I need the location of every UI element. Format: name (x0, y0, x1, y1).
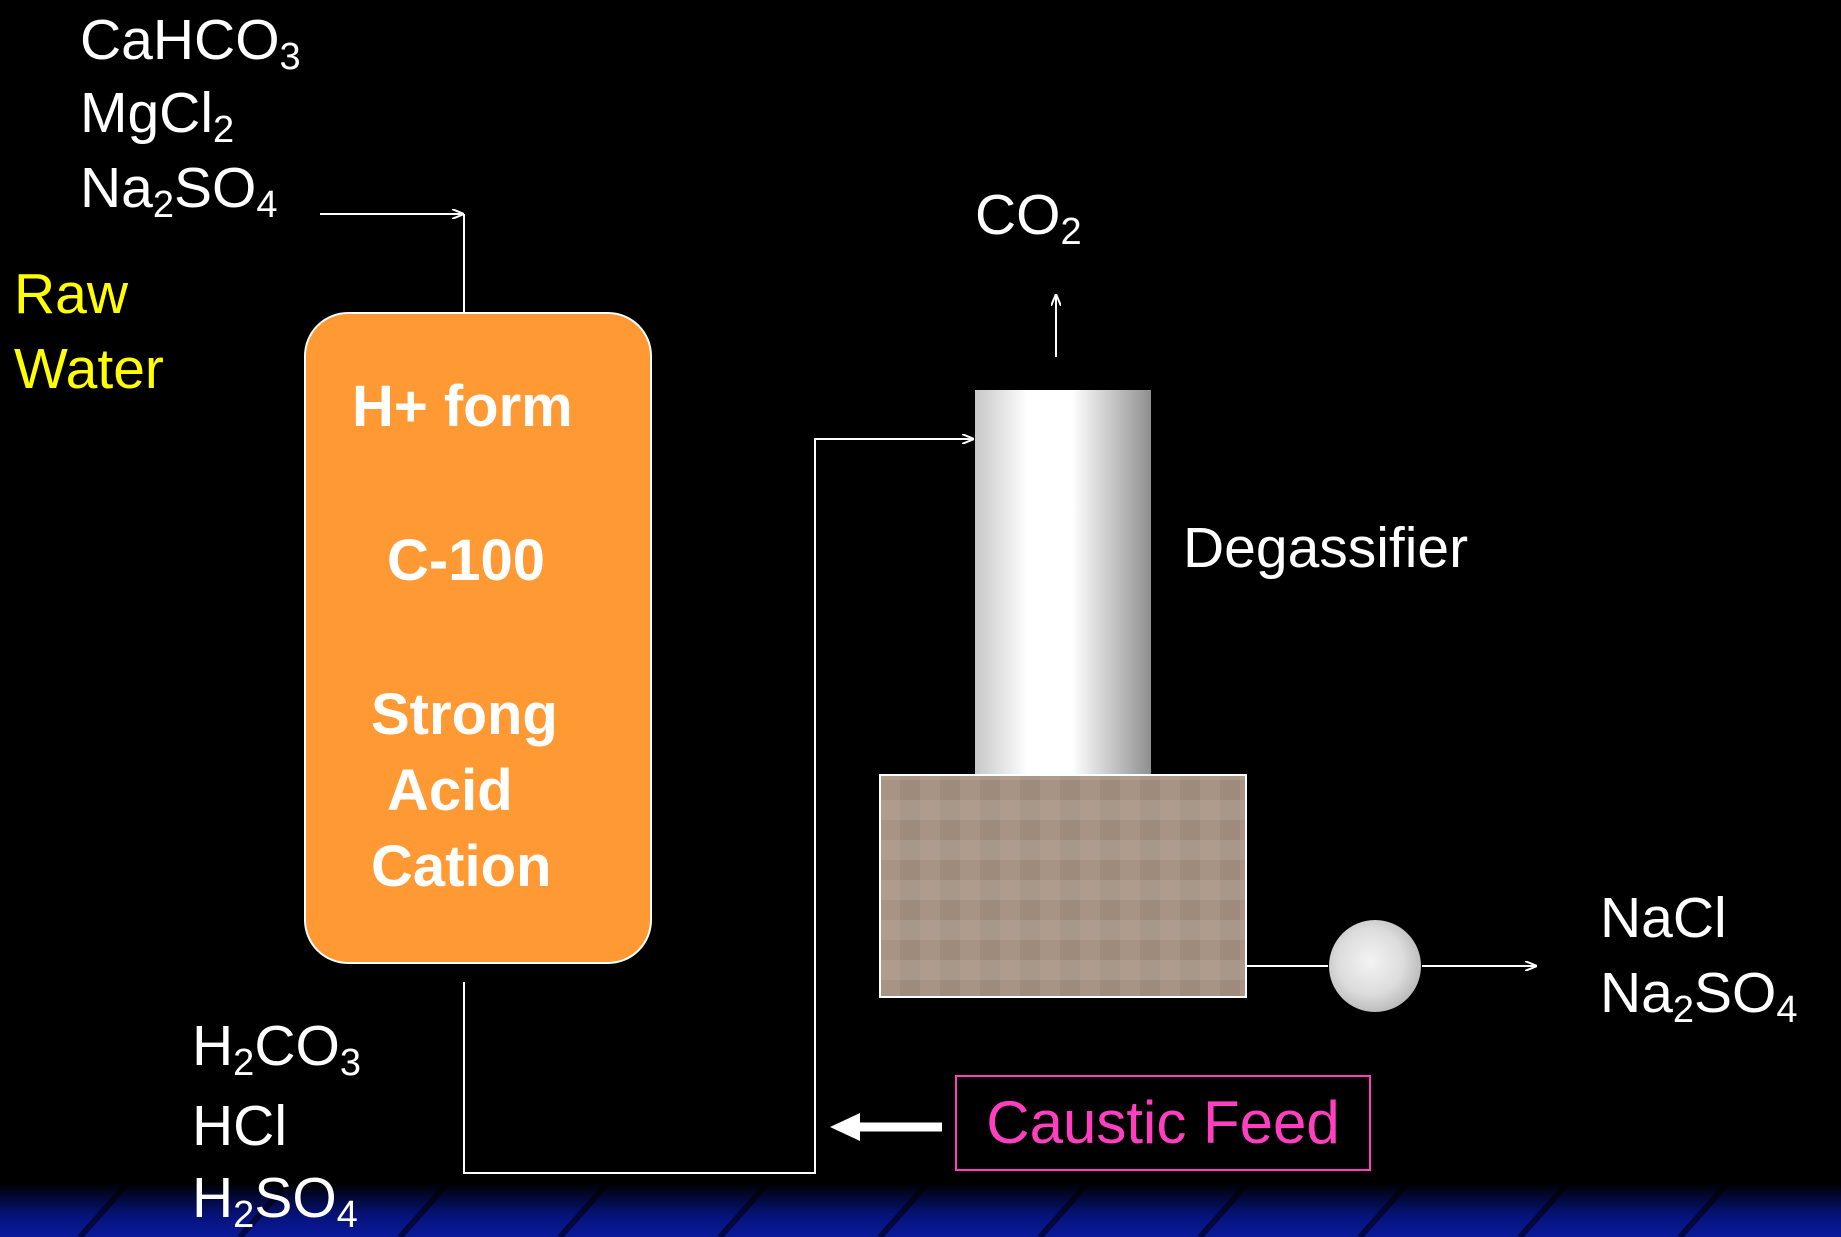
cation-vessel (304, 312, 652, 964)
co2-label: CO2 (975, 187, 1082, 252)
clearwell-tank (879, 774, 1247, 998)
product-species-1-text: NaCl (1600, 886, 1727, 950)
degassifier-label: Degassifier (1183, 516, 1469, 580)
outlet-species-1: H2CO3 (192, 1018, 361, 1083)
vessel-label-type-1: Strong (371, 682, 558, 747)
outlet-pipe (463, 438, 973, 1174)
caustic-feed-label: Caustic Feed (955, 1075, 1371, 1171)
outlet-species-2: HCl (192, 1098, 287, 1155)
raw-water-label-1: Raw (14, 262, 129, 326)
outlet-species-2-text: HCl (192, 1094, 287, 1158)
caustic-feed-arrow-head (830, 1113, 860, 1141)
co2-label-text: CO2 (975, 183, 1082, 253)
outlet-species-3-text: H2SO4 (192, 1166, 358, 1236)
footer-stripes (77, 1181, 1731, 1237)
vessel-label-model: C-100 (387, 528, 545, 593)
inlet-species-3: Na2SO4 (80, 160, 278, 225)
vessel-label-form: H+ form (352, 374, 573, 439)
vessel-label-type-3: Cation (371, 834, 552, 899)
inlet-species-2: MgCl2 (80, 85, 234, 150)
product-species-2-text: Na2SO4 (1600, 961, 1798, 1031)
raw-water-label-2: Water (14, 337, 164, 401)
product-species-1: NaCl (1600, 890, 1727, 947)
inlet-species-3-text: Na2SO4 (80, 156, 278, 226)
product-species-2: Na2SO4 (1600, 965, 1798, 1030)
outlet-species-3: H2SO4 (192, 1170, 358, 1235)
inlet-species-2-text: MgCl2 (80, 81, 235, 151)
degassifier-tower (975, 390, 1151, 775)
vessel-label-type-2: Acid (387, 758, 513, 823)
outlet-species-1-text: H2CO3 (192, 1014, 361, 1084)
inlet-species-1: CaHCO3 (80, 12, 301, 77)
inlet-species-1-text: CaHCO3 (80, 8, 301, 78)
pump-icon (1329, 920, 1421, 1012)
